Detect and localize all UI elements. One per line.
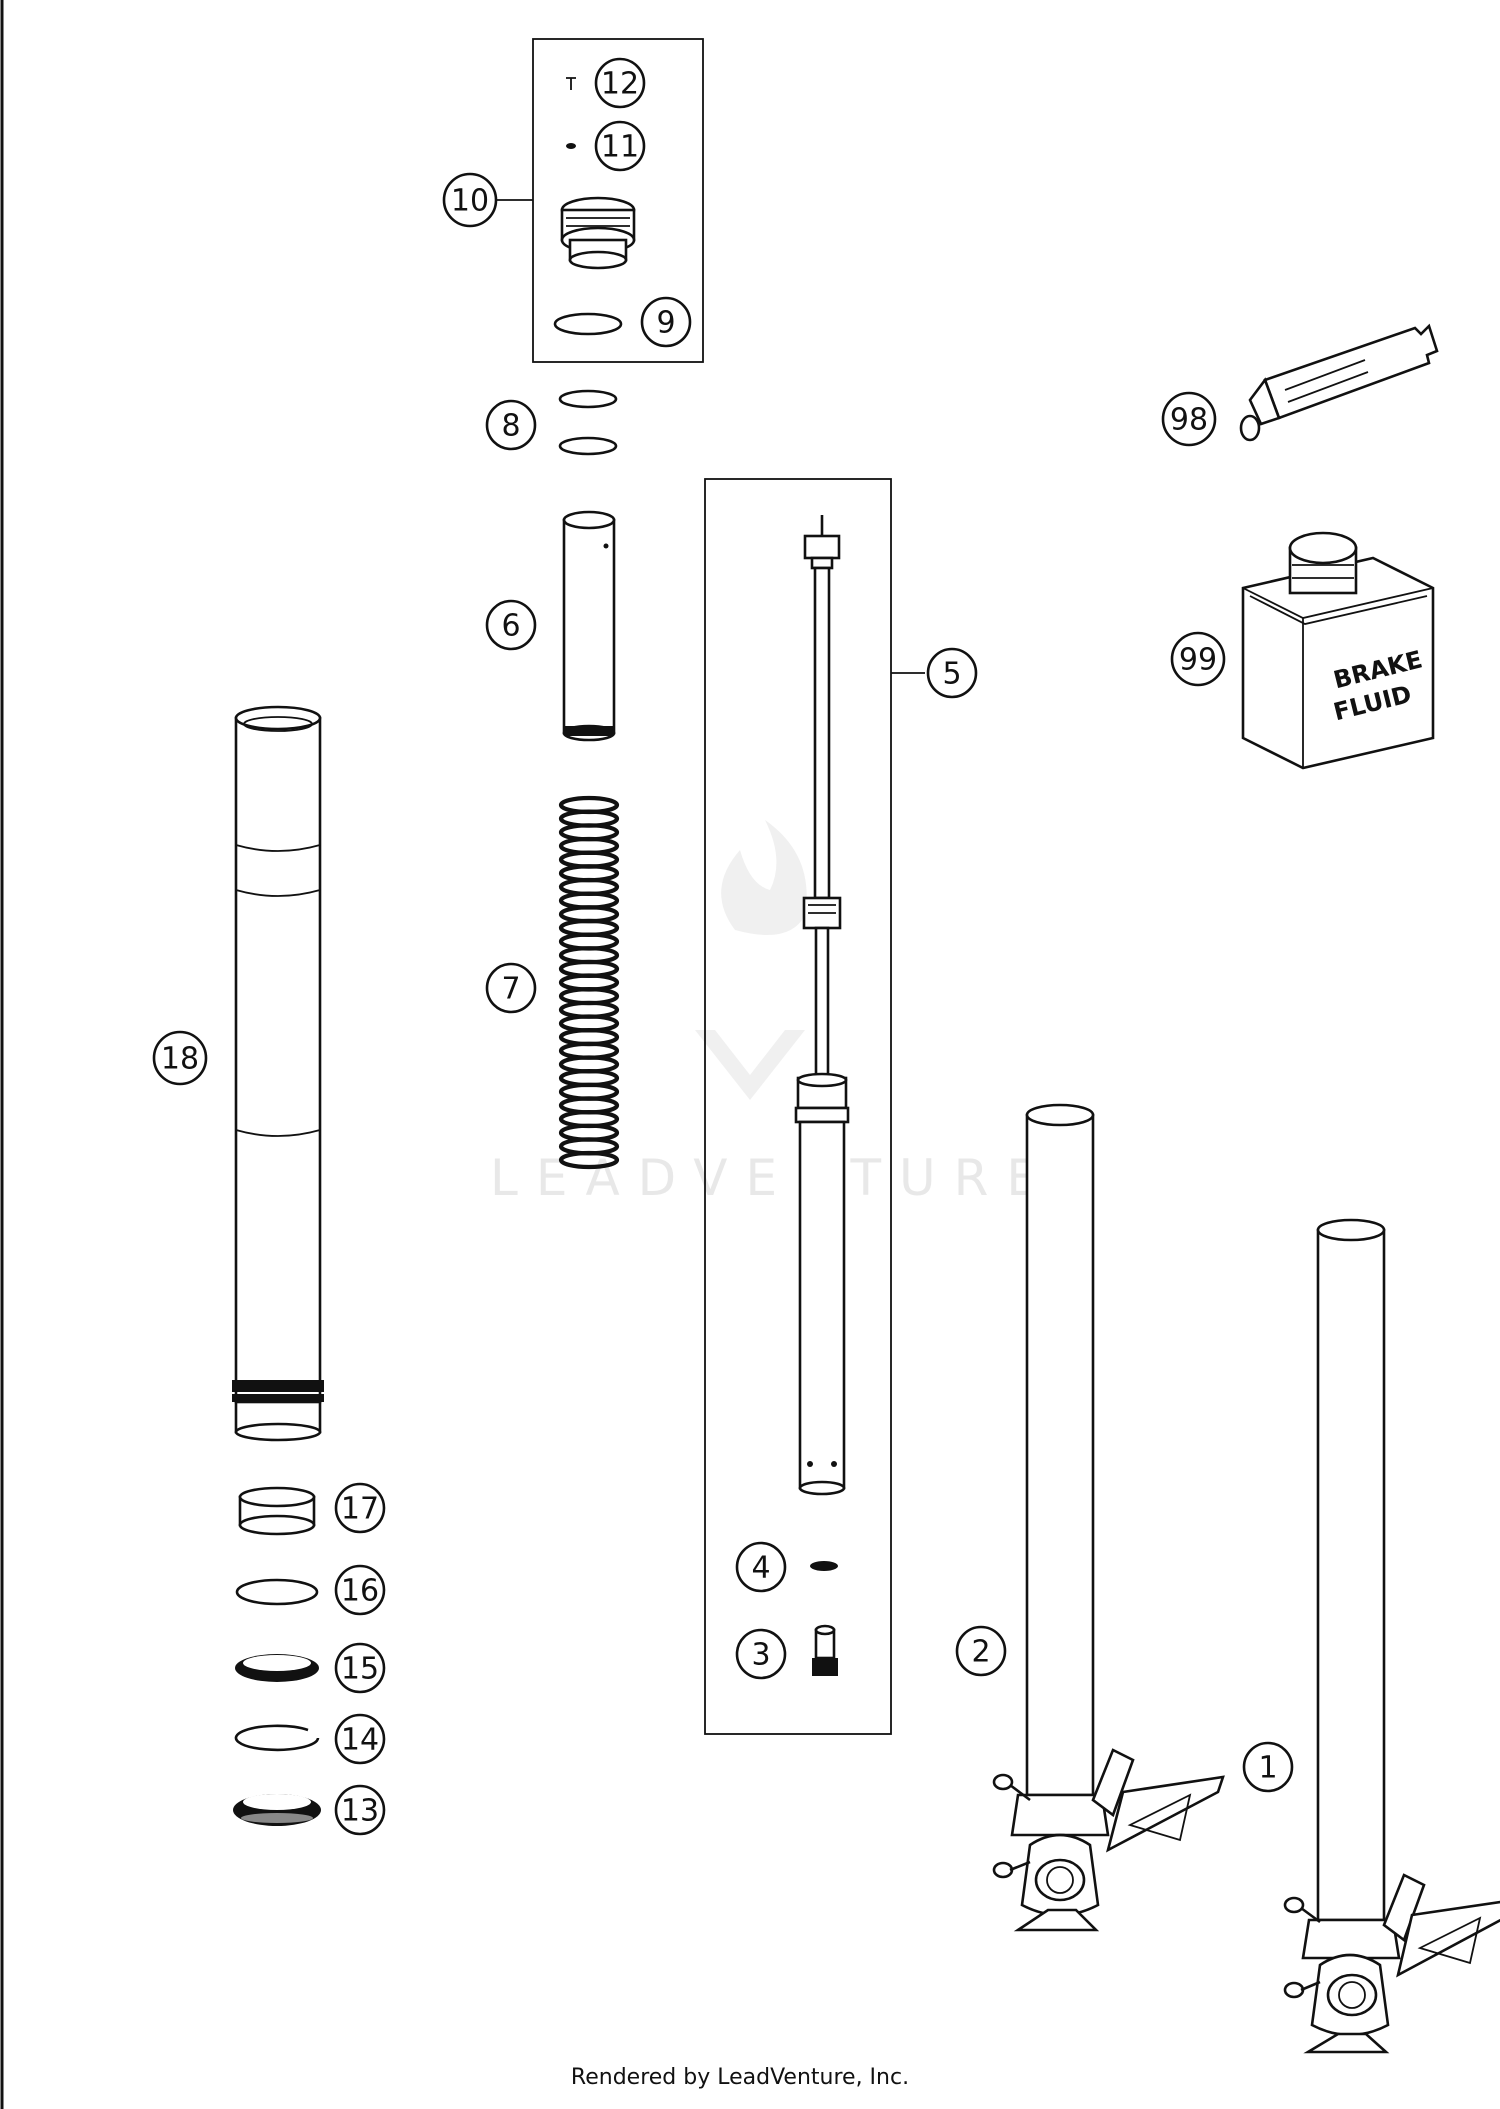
svg-text:8: 8 xyxy=(501,409,520,444)
part-99-brake-fluid-can: BRAKE FLUID xyxy=(1241,531,1435,770)
part-1-fork-leg xyxy=(1283,1218,1500,2054)
callout-18: 18 xyxy=(152,1030,208,1086)
svg-text:12: 12 xyxy=(601,67,639,102)
svg-text:18: 18 xyxy=(161,1042,199,1077)
part-6-tube xyxy=(562,510,616,742)
box-group-5 xyxy=(704,478,892,1735)
part-13-dust-seal xyxy=(233,1794,321,1826)
svg-text:13: 13 xyxy=(341,1794,379,1829)
callout-6: 6 xyxy=(485,599,537,651)
callout-4: 4 xyxy=(735,1541,787,1593)
svg-text:15: 15 xyxy=(341,1652,379,1687)
callout-99: 99 xyxy=(1170,631,1226,687)
part-11-ball xyxy=(566,143,576,149)
spring-coil xyxy=(558,1150,620,1170)
svg-text:17: 17 xyxy=(341,1492,379,1527)
part-17-bushing xyxy=(238,1486,316,1536)
part-98-grease-tube xyxy=(1239,323,1439,442)
part-16-ring xyxy=(235,1578,319,1606)
callout-7: 7 xyxy=(485,962,537,1014)
part-18-outer-tube xyxy=(232,705,324,1442)
callout-2: 2 xyxy=(955,1625,1007,1677)
callout-10: 10 xyxy=(442,172,498,228)
svg-text:10: 10 xyxy=(451,184,489,219)
part-12-screw xyxy=(566,77,576,90)
watermark-text: LEADVENTURE xyxy=(490,1149,1056,1207)
callout-9: 9 xyxy=(640,296,692,348)
callout-17: 17 xyxy=(334,1482,386,1534)
svg-text:99: 99 xyxy=(1179,643,1217,678)
part-15-seal xyxy=(235,1654,319,1682)
callout-5: 5 xyxy=(926,647,978,699)
svg-text:6: 6 xyxy=(501,609,520,644)
svg-text:11: 11 xyxy=(601,130,639,165)
svg-text:3: 3 xyxy=(751,1638,770,1673)
svg-text:4: 4 xyxy=(751,1551,770,1586)
part-10-cap xyxy=(560,196,636,270)
watermark: LEADVENTURE xyxy=(490,820,1056,1207)
callout-14: 14 xyxy=(334,1713,386,1765)
svg-text:2: 2 xyxy=(971,1635,990,1670)
part-3-bolt xyxy=(812,1624,838,1676)
part-8-ring-lower xyxy=(558,436,618,456)
part-5-cartridge xyxy=(794,515,850,1496)
part-2-fork-leg xyxy=(992,1103,1225,1932)
callout-8: 8 xyxy=(485,399,537,451)
part-4-washer xyxy=(810,1561,838,1571)
part-8-ring-upper xyxy=(558,389,618,409)
svg-text:7: 7 xyxy=(501,972,520,1007)
callout-11: 11 xyxy=(594,120,646,172)
part-7-spring xyxy=(558,795,620,1170)
svg-text:98: 98 xyxy=(1170,403,1208,438)
callout-13: 13 xyxy=(334,1784,386,1836)
svg-text:14: 14 xyxy=(341,1723,379,1758)
svg-text:9: 9 xyxy=(656,306,675,341)
callout-16: 16 xyxy=(334,1564,386,1616)
svg-text:5: 5 xyxy=(942,657,961,692)
svg-text:1: 1 xyxy=(1258,1751,1277,1786)
part-9-oring xyxy=(553,312,623,336)
svg-text:16: 16 xyxy=(341,1574,379,1609)
callout-15: 15 xyxy=(334,1642,386,1694)
part-14-clip xyxy=(234,1724,320,1752)
callout-12: 12 xyxy=(594,57,646,109)
footer-credit: Rendered by LeadVenture, Inc. xyxy=(571,2065,909,2090)
callout-3: 3 xyxy=(735,1628,787,1680)
callout-1: 1 xyxy=(1242,1741,1294,1793)
callout-98: 98 xyxy=(1161,391,1217,447)
